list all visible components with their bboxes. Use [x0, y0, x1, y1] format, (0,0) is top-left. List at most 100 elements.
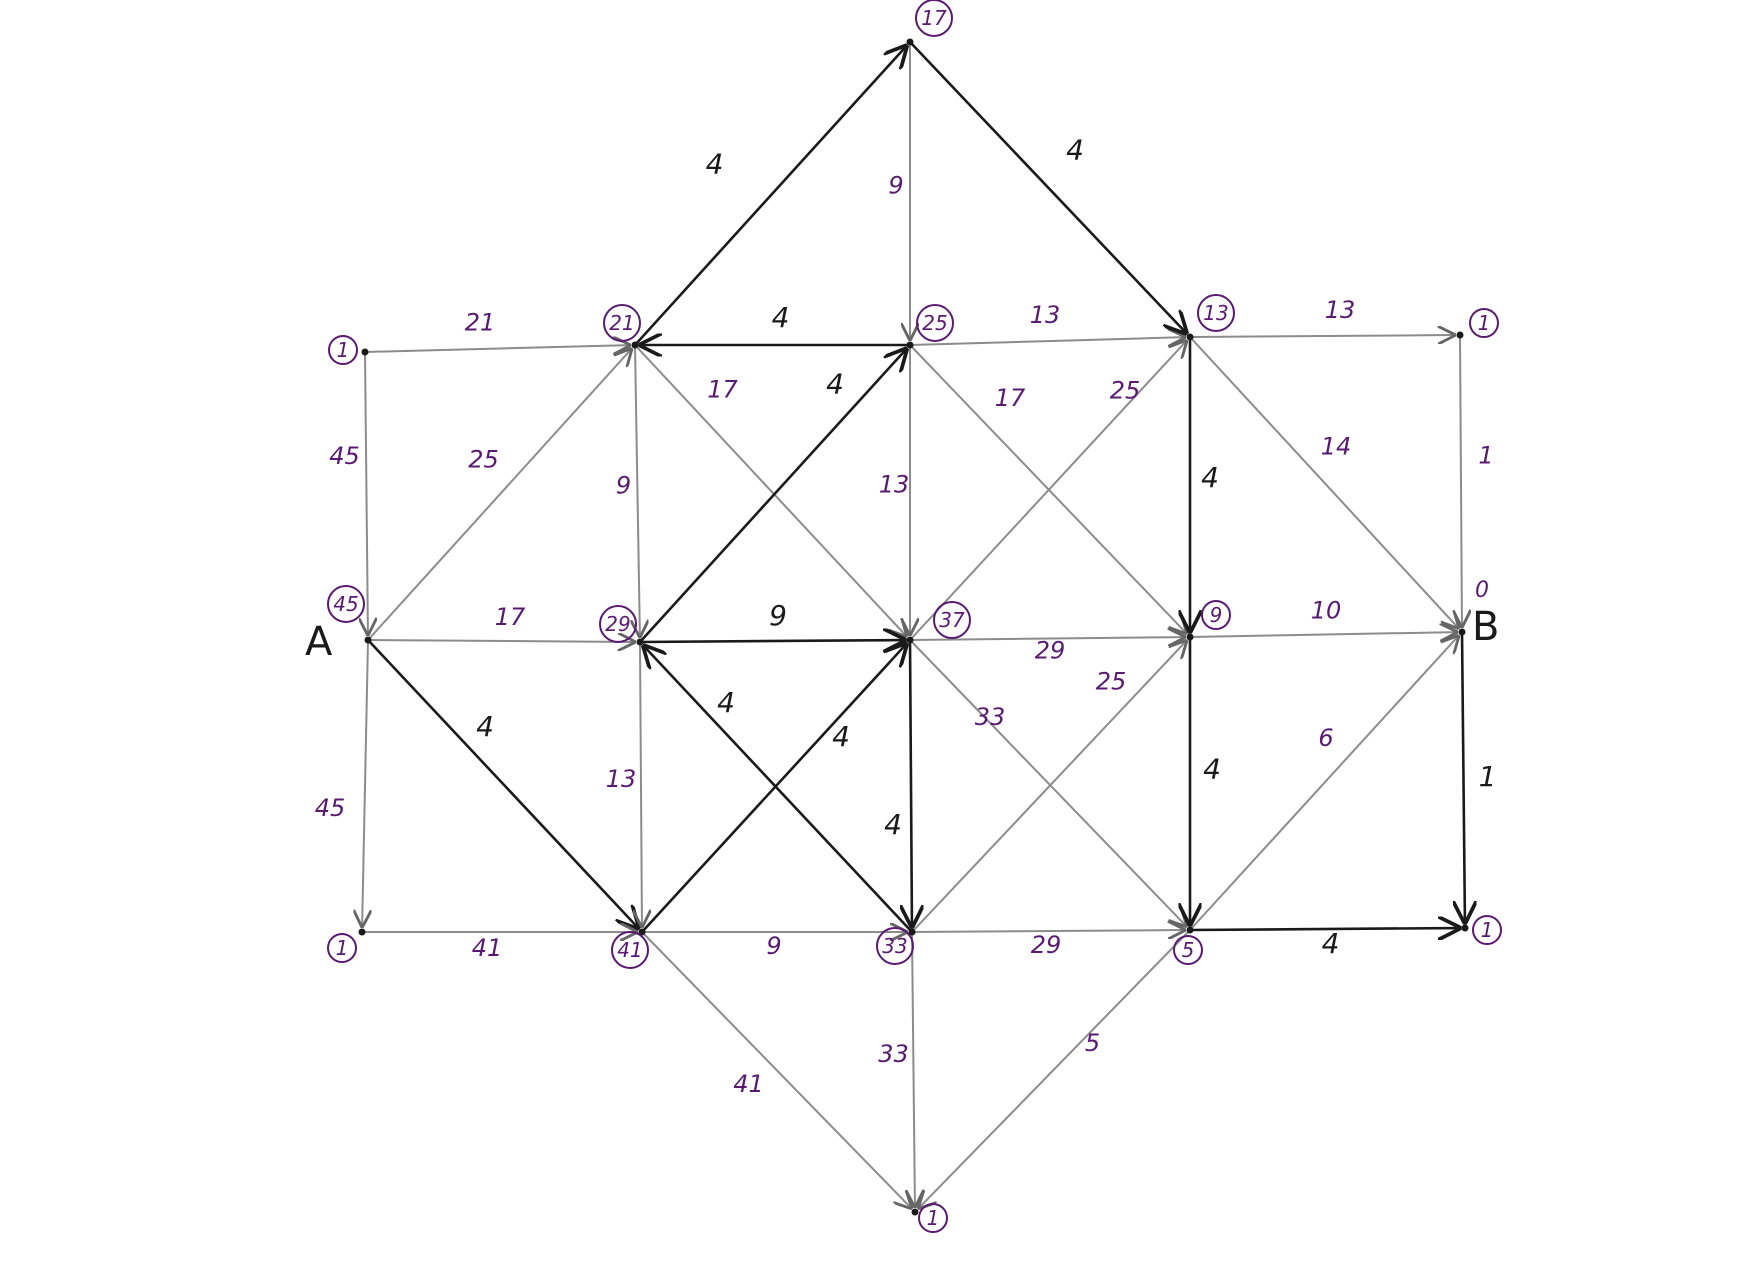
node-badge-circle-r1c4 [1469, 308, 1499, 338]
edge-r1c3-r1c4 [1189, 335, 1454, 337]
edge-B-r3c4 [1462, 631, 1465, 922]
edge-label-r2c1-r2c2: 9 [769, 599, 787, 632]
edge-label-A-r1c1: 25 [468, 446, 499, 474]
edge-label-r3c3-bottom: 5 [1085, 1029, 1100, 1057]
edge-label-A-r3c1: 4 [476, 710, 494, 743]
edge-label-top-r1c3: 4 [1066, 134, 1084, 167]
edge-label-r1c2-r2c3: 17 [995, 384, 1026, 412]
node-point-r3c1 [638, 928, 646, 936]
edge-label-r1c3-r2c3: 4 [1201, 461, 1219, 494]
node-badge-circle-r1c3 [1197, 294, 1235, 332]
edge-label-top-r1c2: 9 [888, 172, 903, 200]
edge-label-r3c1-r2c2: 4 [832, 720, 850, 753]
node-point-bottom [911, 1208, 919, 1216]
edge-label-r1c1-r2c1: 9 [616, 472, 631, 500]
node-value-r3c2: 33 [882, 934, 907, 958]
edge-r1c1-r2c2 [634, 344, 906, 636]
edge-r3c3-bottom [919, 929, 1191, 1208]
edge-r2c2-r1c3 [909, 341, 1186, 641]
node-badge-circle-r2c1 [599, 605, 637, 643]
edge-label-r2c3-B: 10 [1311, 597, 1342, 625]
edge-top-r1c3 [909, 41, 1186, 333]
node-badge-circle-r1c0 [328, 335, 358, 365]
node-point-r2c3 [1186, 633, 1194, 641]
edge-r1c1-r2c1 [635, 344, 640, 636]
node-point-r3c3 [1186, 926, 1194, 934]
edge-r3c2-bottom [912, 931, 915, 1206]
edge-r2c2-r3c2 [910, 639, 912, 926]
node-badge-circle-r3c4 [1472, 915, 1502, 945]
node-value-r2c2: 37 [939, 608, 965, 632]
node-letter-b: B [1472, 604, 1499, 650]
edge-r2c3-B [1189, 632, 1456, 637]
node-point-r1c0 [361, 348, 369, 356]
edge-A-r1c1 [367, 349, 631, 641]
edge-label-r3c2-bottom: 33 [878, 1040, 909, 1068]
edge-label-r3c2-r2c1: 4 [717, 686, 735, 719]
edge-label-r3c2-r3c3: 29 [1031, 931, 1062, 959]
edge-r3c1-r2c2 [641, 644, 906, 933]
edge-label-r2c2-r3c3: 33 [975, 703, 1006, 731]
edge-label-A-r3c0: 45 [315, 794, 346, 822]
node-value-r1c1: 21 [609, 311, 634, 335]
node-value-r3c4: 1 [1481, 918, 1494, 942]
edge-label-r3c3-r3c4: 4 [1322, 927, 1340, 960]
node-badge-circle-r3c2 [876, 927, 914, 965]
node-value-r1c0: 1 [337, 338, 350, 362]
edge-r3c2-r3c3 [911, 930, 1184, 932]
edge-label-r1c1-r2c2: 17 [707, 376, 738, 404]
edge-r3c2-r2c1 [644, 646, 913, 933]
edge-label-r2c1-r3c1: 13 [606, 765, 637, 793]
edge-r1c0-A [365, 351, 368, 634]
node-value-r2c3: 9 [1210, 603, 1223, 627]
edge-r2c1-r3c1 [640, 641, 642, 926]
node-badge-circle-r3c3 [1173, 935, 1203, 965]
node-value-r3c0: 1 [336, 936, 349, 960]
node-point-B [1458, 628, 1466, 636]
node-letter-a: A [305, 619, 333, 665]
node-value-r2c1: 29 [605, 612, 630, 636]
node-badge-circle-r1c1 [603, 304, 641, 342]
edge-label-r1c3-r1c4: 13 [1325, 296, 1356, 324]
node-badge-circle-r1c2 [916, 304, 954, 342]
node-badge-circle-A [327, 585, 365, 623]
edge-label-r2c2-r1c3: 25 [1110, 377, 1141, 405]
node-value-A: 45 [333, 592, 358, 616]
node-badge-circle-bottom [918, 1203, 948, 1233]
edge-label-r2c2-r2c3: 29 [1035, 637, 1066, 665]
edge-r1c3-B [1189, 336, 1458, 628]
edge-A-r3c1 [367, 639, 638, 928]
edge-r3c1-bottom [641, 931, 911, 1208]
edge-r1c2-r1c3 [909, 337, 1184, 345]
node-badge-circle-r3c0 [327, 933, 357, 963]
edge-label-r3c1-r3c2: 9 [766, 932, 781, 960]
edge-label-r1c0-r1c1: 21 [465, 309, 496, 337]
node-point-r2c2 [906, 636, 914, 644]
node-value-B: 0 [1475, 578, 1489, 603]
edge-label-r1c0-A: 45 [329, 442, 360, 470]
edge-r1c2-r2c3 [909, 344, 1186, 633]
node-value-r1c4: 1 [1478, 311, 1491, 335]
node-point-r2c1 [636, 638, 644, 646]
node-value-bottom: 1 [927, 1206, 940, 1230]
edge-r1c1-top [634, 46, 906, 346]
edge-label-r3c1-bottom: 41 [733, 1070, 764, 1098]
edge-r3c2-r2c3 [911, 641, 1186, 933]
edge-label-r3c3-B: 6 [1318, 724, 1333, 752]
edge-label-r1c3-B: 14 [1321, 433, 1352, 461]
node-point-r3c0 [358, 928, 366, 936]
edge-r3c3-B [1189, 636, 1458, 931]
node-value-r1c3: 13 [1203, 301, 1228, 325]
edge-r2c1-r1c2 [639, 349, 906, 643]
node-value-r1c2: 25 [922, 311, 947, 335]
node-point-r1c3 [1186, 333, 1194, 341]
edge-r3c3-r3c4 [1189, 928, 1459, 930]
edge-A-r2c1 [367, 640, 634, 642]
node-point-r3c4 [1461, 924, 1469, 932]
node-point-r1c1 [631, 341, 639, 349]
edge-label-r2c2-r3c2: 4 [884, 808, 902, 841]
edge-label-r1c2-r1c1: 4 [772, 301, 790, 334]
node-badge-circle-r3c1 [611, 931, 649, 969]
